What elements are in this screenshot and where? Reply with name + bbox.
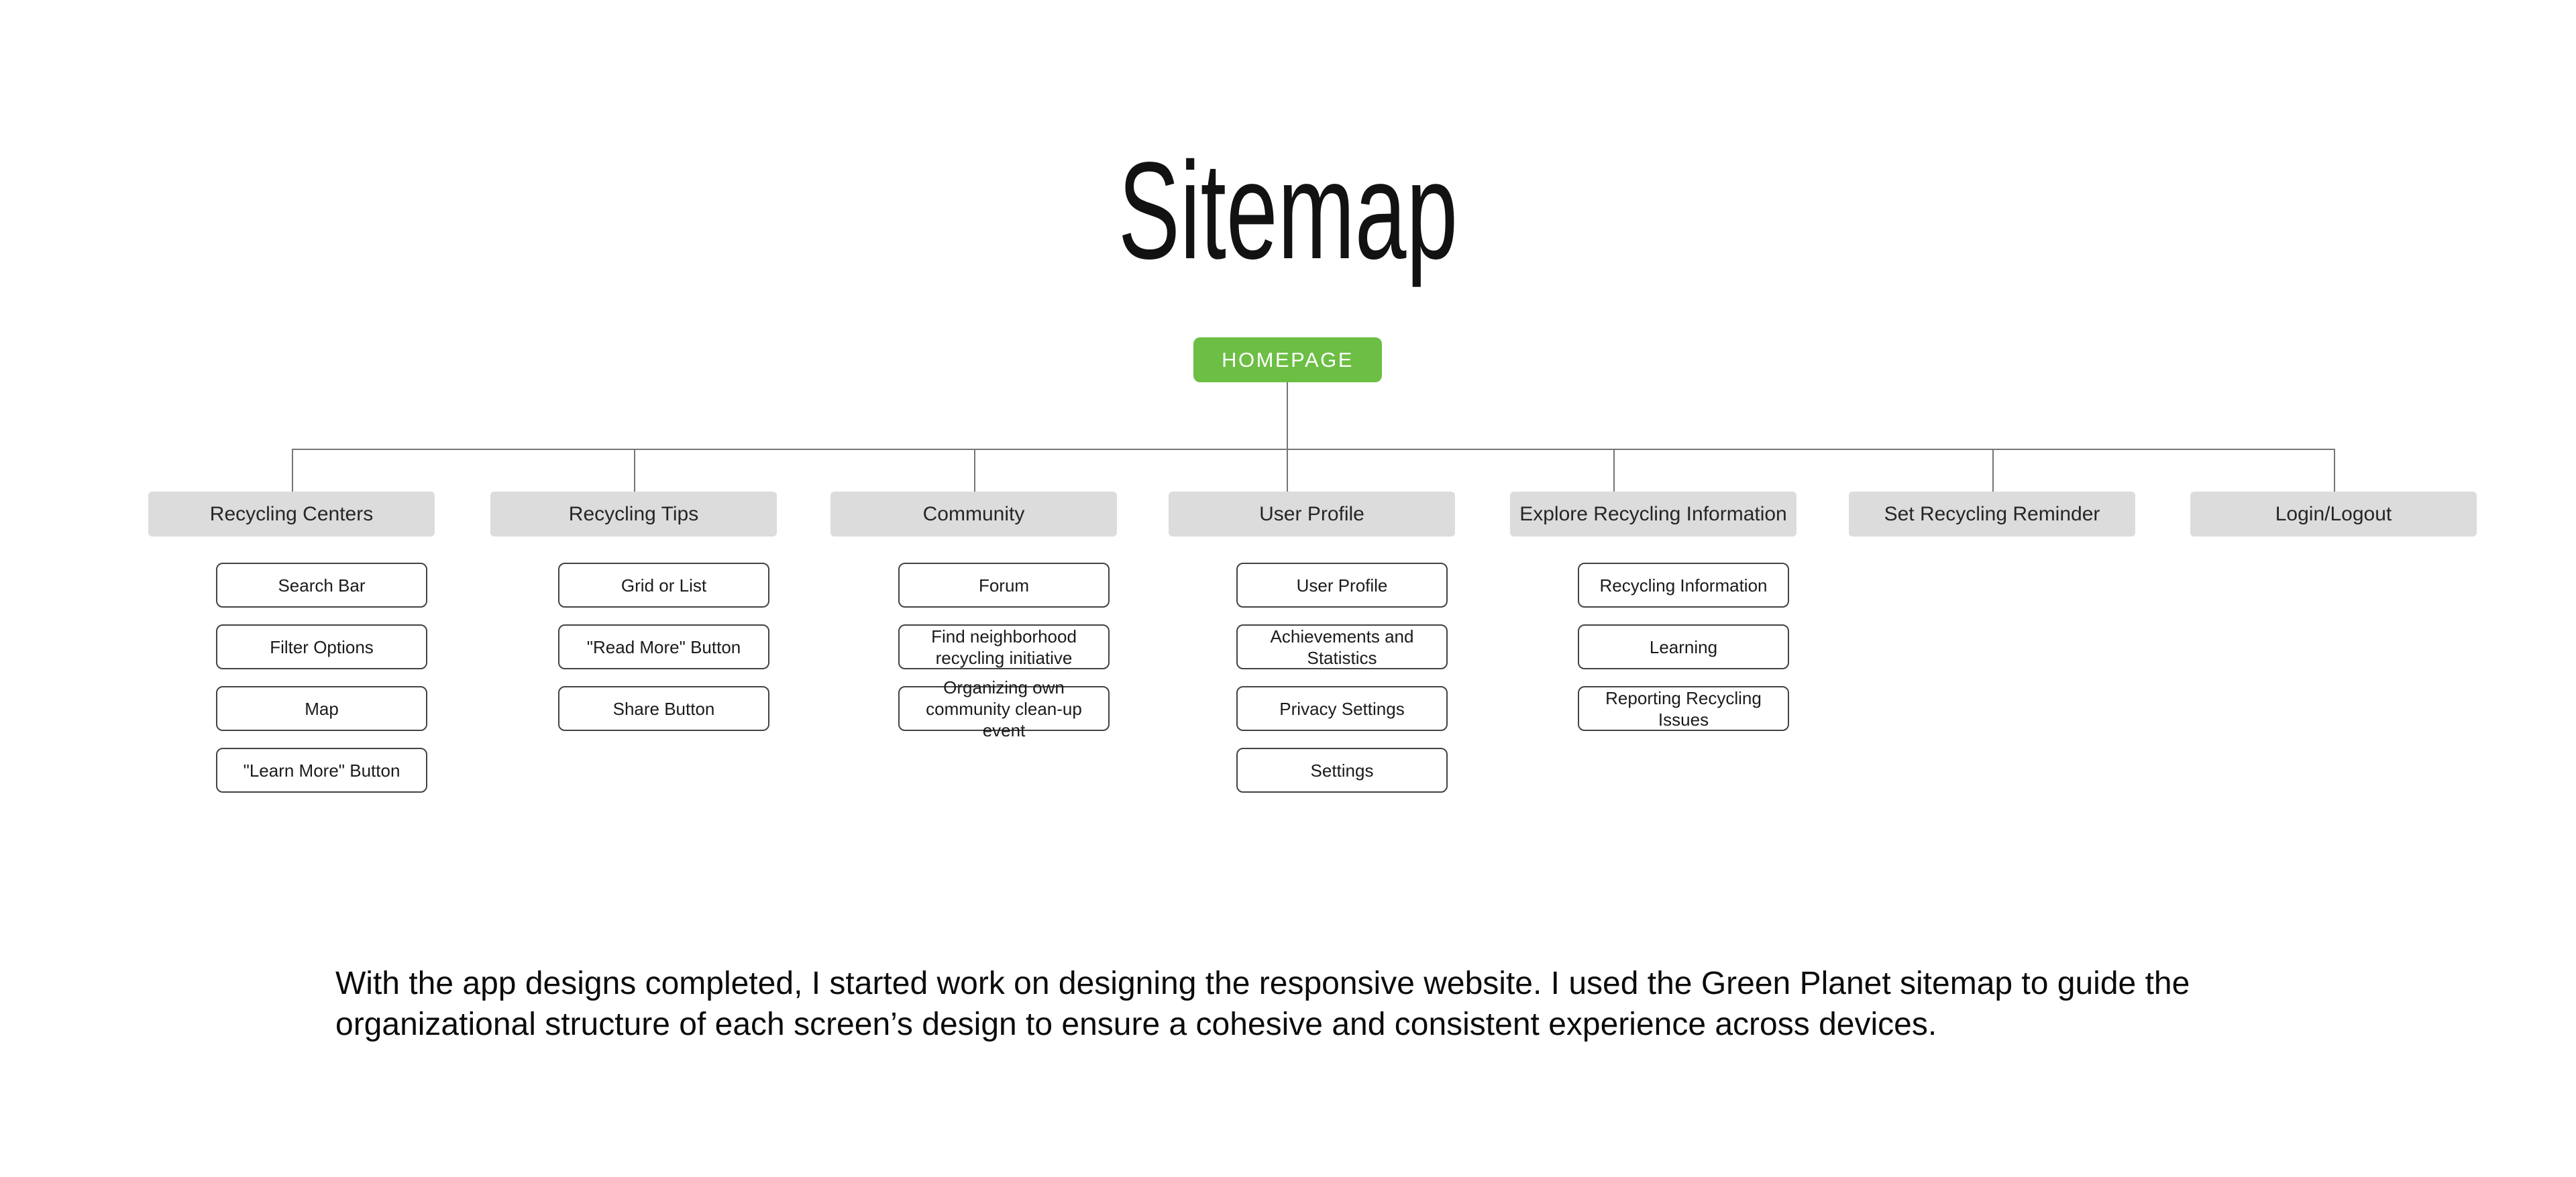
child-node: User Profile: [1236, 563, 1448, 608]
page-title: Sitemap: [1118, 133, 1458, 288]
child-node: Reporting Recycling Issues: [1578, 686, 1789, 731]
child-node: Map: [216, 686, 427, 731]
child-node: Recycling Information: [1578, 563, 1789, 608]
category-node: Recycling Tips: [490, 492, 777, 537]
child-node: Learning: [1578, 624, 1789, 669]
category-node: Set Recycling Reminder: [1849, 492, 2135, 537]
child-node: Search Bar: [216, 563, 427, 608]
category-node: Login/Logout: [2190, 492, 2477, 537]
child-node: Privacy Settings: [1236, 686, 1448, 731]
child-node: Filter Options: [216, 624, 427, 669]
connector-rail: [292, 449, 2335, 450]
child-node: Grid or List: [558, 563, 769, 608]
connector-drop: [1992, 449, 1994, 492]
connector-trunk: [1287, 382, 1288, 492]
child-node: "Read More" Button: [558, 624, 769, 669]
child-node: Achievements and Statistics: [1236, 624, 1448, 669]
child-node: Organizing own community clean-up event: [898, 677, 1110, 740]
connector-drop: [292, 449, 293, 492]
child-node: "Learn More" Button: [216, 748, 427, 793]
caption-text: With the app designs completed, I starte…: [335, 966, 2190, 1042]
category-node: User Profile: [1169, 492, 1455, 537]
child-node: Find neighborhood recycling initiative: [898, 624, 1110, 669]
category-node: Community: [830, 492, 1117, 537]
connector-drop: [974, 449, 975, 492]
category-node: Recycling Centers: [148, 492, 435, 537]
category-node: Explore Recycling Information: [1510, 492, 1796, 537]
homepage-label: HOMEPAGE: [1222, 347, 1354, 372]
child-node: Settings: [1236, 748, 1448, 793]
child-node: Share Button: [558, 686, 769, 731]
connector-drop: [1613, 449, 1615, 492]
connector-drop: [634, 449, 635, 492]
child-node: Forum: [898, 563, 1110, 608]
connector-drop: [2334, 449, 2335, 492]
homepage-node: HOMEPAGE: [1193, 337, 1382, 382]
